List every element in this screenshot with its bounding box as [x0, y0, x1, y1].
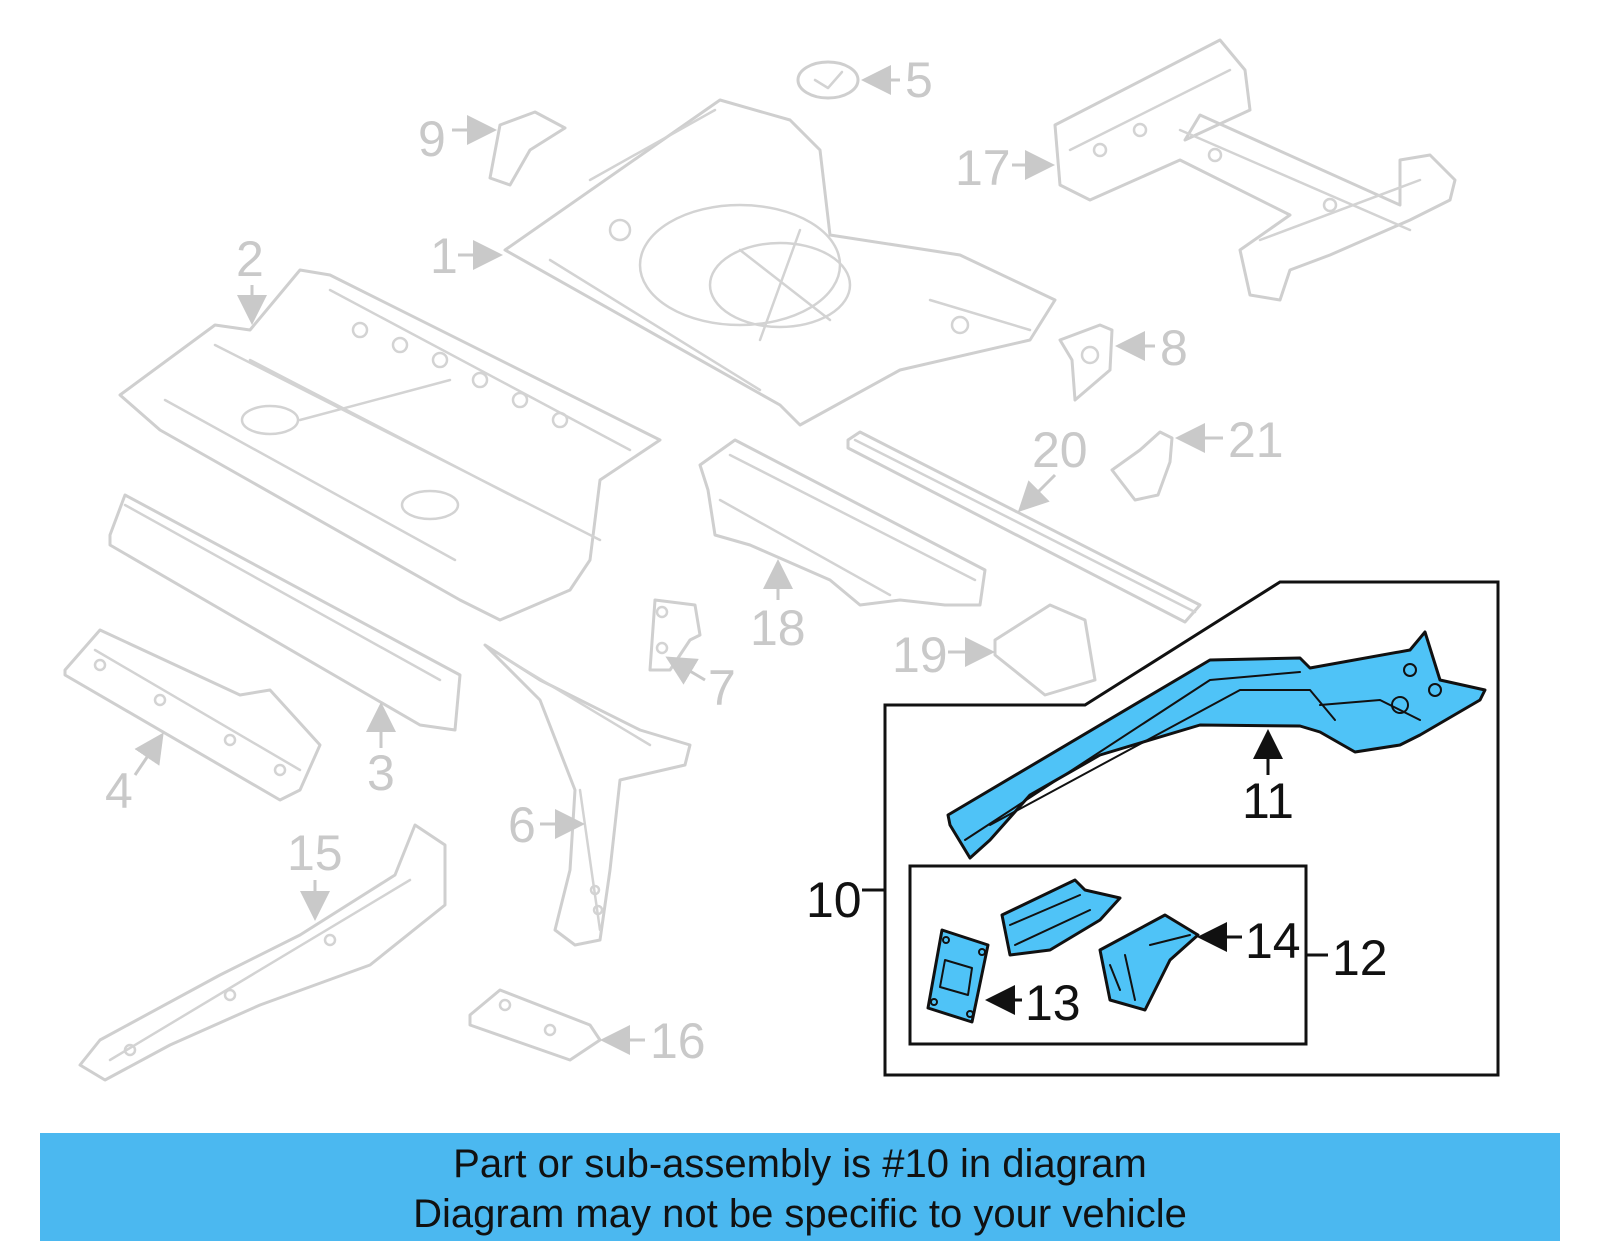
- part-4-floor-rail: [63, 628, 322, 802]
- label-18: 18: [750, 600, 806, 656]
- part-8-plate: [1058, 323, 1114, 402]
- label-15: 15: [287, 825, 343, 881]
- label-8: 8: [1160, 320, 1188, 376]
- part-16-plate: [468, 988, 602, 1062]
- part-20-rail: [846, 430, 1202, 624]
- part-18-side-member: [698, 438, 987, 607]
- label-7: 7: [708, 660, 736, 716]
- label-11: 11: [1242, 773, 1294, 829]
- part-17-rear-frame: [1053, 38, 1457, 302]
- label-10: 10: [806, 872, 862, 928]
- info-banner: Part or sub-assembly is #10 in diagram D…: [40, 1133, 1560, 1241]
- label-1: 1: [430, 228, 458, 284]
- part-1-rear-floor-pan: [503, 98, 1057, 427]
- label-6: 6: [508, 797, 536, 853]
- banner-line-1: Part or sub-assembly is #10 in diagram: [453, 1142, 1147, 1186]
- label-3: 3: [367, 745, 395, 801]
- label-2: 2: [236, 231, 264, 287]
- part-21-bracket: [1110, 430, 1174, 502]
- part-5-plug: [796, 60, 860, 100]
- part-6-pillar-panel: [483, 643, 692, 947]
- part-7-bracket: [648, 598, 702, 672]
- label-16: 16: [650, 1013, 706, 1069]
- part-15-rocker: [78, 823, 447, 1082]
- part-12-reinforcement: [1000, 878, 1122, 957]
- label-21: 21: [1228, 412, 1284, 468]
- label-20: 20: [1032, 422, 1088, 478]
- label-14: 14: [1245, 913, 1301, 969]
- label-4: 4: [105, 763, 133, 819]
- part-3-cross-member: [108, 493, 462, 732]
- part-11-rear-side-member: [946, 630, 1487, 860]
- label-13: 13: [1025, 975, 1081, 1031]
- label-17: 17: [955, 140, 1011, 196]
- label-19: 19: [892, 627, 948, 683]
- label-9: 9: [418, 111, 446, 167]
- part-19-bracket: [993, 603, 1097, 697]
- banner-line-2: Diagram may not be specific to your vehi…: [413, 1192, 1187, 1236]
- label-5: 5: [905, 52, 933, 108]
- label-12: 12: [1332, 930, 1388, 986]
- part-14-bracket: [1098, 913, 1200, 1012]
- part-9-bracket: [488, 110, 567, 187]
- part-13-plate: [926, 928, 990, 1024]
